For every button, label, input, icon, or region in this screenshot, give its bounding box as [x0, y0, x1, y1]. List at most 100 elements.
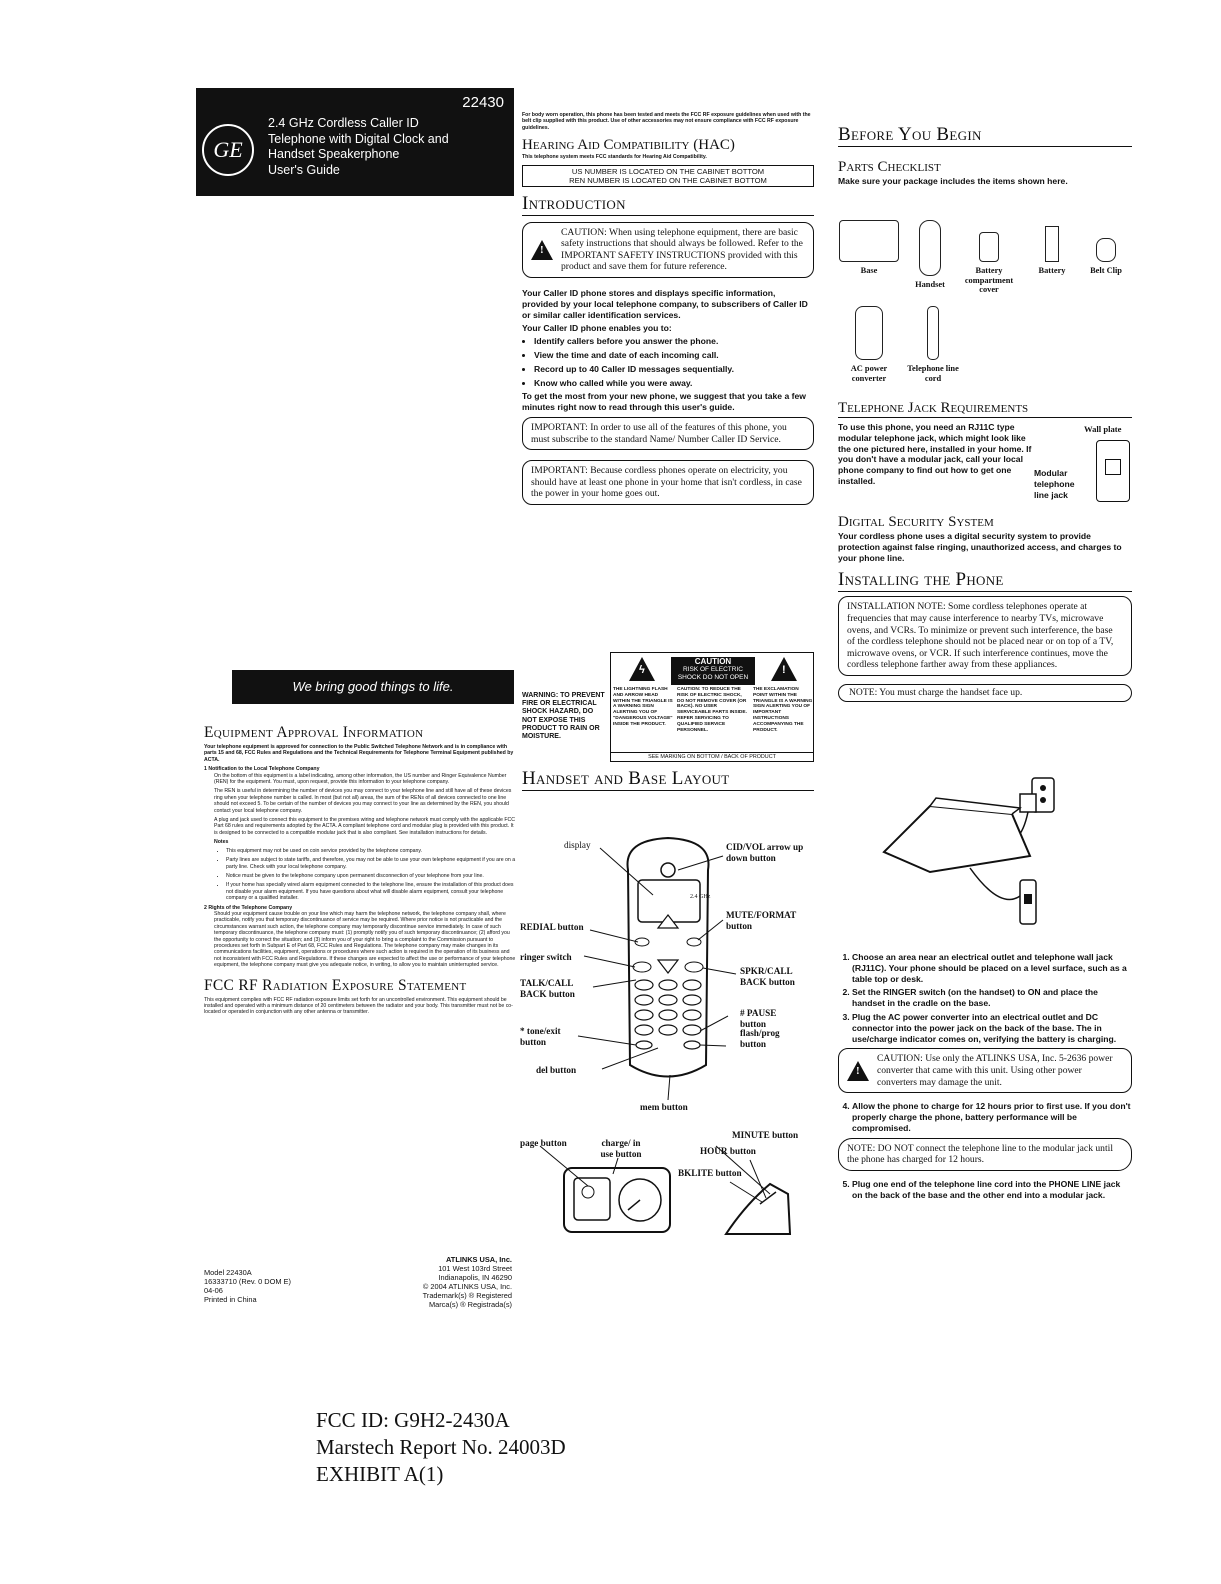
wall-plate-label: Wall plate	[1084, 424, 1122, 434]
step-item: Set the RINGER switch (on the handset) t…	[852, 987, 1132, 1009]
cover-title: 2.4 GHz Cordless Caller ID Telephone wit…	[268, 116, 449, 177]
battery-cover-icon	[979, 232, 999, 262]
wall-plate-icon	[1096, 440, 1130, 502]
base-drawing	[539, 1145, 792, 1235]
warning-triangle-icon: !	[531, 239, 553, 260]
label-ringer: ringer switch	[520, 952, 572, 962]
model-number: 22430	[462, 94, 504, 111]
belt-clip-icon	[1096, 238, 1116, 262]
label-redial: REDIAL button	[520, 922, 584, 932]
item1-title: 1 Notification to the Local Telephone Co…	[204, 766, 320, 773]
charge-note-box: NOTE: You must charge the handset face u…	[838, 683, 1132, 702]
caution-text: CAUTION: When using telephone equipment,…	[561, 226, 803, 273]
intro-p1: Your Caller ID phone stores and displays…	[522, 288, 808, 320]
warning-footer: SEE MARKING ON BOTTOM / BACK OF PRODUCT	[611, 752, 813, 761]
label-cid-vol: CID/VOL arrow up down button	[726, 842, 804, 863]
label-del: del button	[536, 1065, 577, 1075]
fcc-id-line: FCC ID: G9H2-2430A	[316, 1408, 510, 1432]
notes-title: Notes	[214, 839, 229, 846]
column-3-lower: Telephone Jack Requirements To use this …	[838, 400, 1132, 702]
part-belt-clip: Belt Clip	[1080, 220, 1132, 276]
caution-box: ! CAUTION: When using telephone equipmen…	[522, 221, 814, 278]
step-item: Choose an area near an electrical outlet…	[852, 952, 1132, 984]
part-line-cord: Telephone line cord	[902, 306, 964, 383]
warning-mid-center: CAUTION: TO REDUCE THE RISK OF ELECTRIC …	[677, 687, 747, 733]
notes-list: This equipment may not be used on coin s…	[214, 848, 516, 902]
item2-text: Should your equipment cause trouble on y…	[214, 910, 516, 969]
label-bklite: BKLITE button	[678, 1168, 742, 1178]
item2-title: 2 Rights of the Telephone Company	[204, 904, 293, 911]
item1-p3: A plug and jack used to connect this equ…	[214, 817, 516, 836]
donot-note-box: NOTE: DO NOT connect the telephone line …	[838, 1137, 1132, 1171]
lightning-triangle-icon: ϟ	[629, 657, 655, 681]
modular-jack-icon	[1105, 459, 1121, 475]
footer-left: Model 22430A 16333710 (Rev. 0 DOM E) 04-…	[204, 1268, 291, 1304]
steps-list-c: Plug one end of the telephone line cord …	[838, 1179, 1132, 1201]
step-item: Plug the AC power converter into an elec…	[852, 1012, 1132, 1044]
handset-diagram: 2.4 GHz display CID/VOL arrow up down bu…	[518, 820, 818, 1120]
warning-mid-left: THE LIGHTNING FLASH AND ARROW HEAD WITHI…	[613, 687, 673, 727]
dss-heading: Digital Security System	[838, 514, 994, 530]
telephone-line-cord-icon	[927, 306, 939, 360]
warning-labels: ϟ CAUTION RISK OF ELECTRIC SHOCK DO NOT …	[610, 652, 814, 762]
warning-panel: WARNING: TO PREVENT FIRE OR ELECTRICAL S…	[522, 652, 814, 764]
feature-item: Identify callers before you answer the p…	[534, 336, 814, 347]
exclamation-triangle-icon: !	[771, 657, 797, 681]
column-2: For body worn operation, this phone has …	[522, 112, 814, 505]
label-display: display	[564, 840, 591, 850]
us-number-box: US NUMBER IS LOCATED ON THE CABINET BOTT…	[522, 164, 814, 187]
feature-item: Know who called while you were away.	[534, 378, 814, 389]
label-talk: TALK/CALL BACK button	[520, 978, 575, 999]
fcc-rf-heading: FCC RF Radiation Exposure Statement	[204, 976, 467, 994]
intro-p2: Your Caller ID phone enables you to:	[522, 323, 672, 334]
installation-note-box: INSTALLATION NOTE: Some cordless telepho…	[838, 596, 1132, 676]
label-page: page button	[520, 1138, 567, 1148]
warning-left-text: WARNING: TO PREVENT FIRE OR ELECTRICAL S…	[522, 692, 605, 741]
installation-drawing	[882, 777, 1055, 925]
handset-icon	[919, 220, 941, 276]
parts-checklist-heading: Parts Checklist	[838, 159, 941, 175]
hac-text: This telephone system meets FCC standard…	[522, 154, 707, 161]
fcc-rf-text: This equipment complies with FCC RF radi…	[204, 996, 513, 1016]
label-pause: # PAUSE button	[740, 1008, 777, 1029]
footer-right: ATLINKS USA, Inc. 101 West 103rd Street …	[422, 1255, 512, 1309]
part-battery: Battery	[1026, 220, 1078, 276]
caution-label: CAUTION RISK OF ELECTRIC SHOCK DO NOT OP…	[671, 657, 755, 685]
item1-p1: On the bottom of this equipment is a lab…	[214, 772, 507, 786]
note-item: If your home has specially wired alarm e…	[226, 882, 516, 901]
hac-heading: Hearing Aid Compatibility (HAC)	[522, 137, 735, 154]
label-flash: flash/prog button	[740, 1028, 780, 1049]
steps-list-a: Choose an area near an electrical outlet…	[838, 952, 1132, 1044]
item1-p2: The REN is useful in determining the num…	[214, 788, 512, 814]
report-line: Marstech Report No. 24003D	[316, 1435, 566, 1459]
column-3: Before You Begin Parts Checklist Make su…	[838, 124, 1132, 187]
label-spkr: SPKR/CALL BACK button	[740, 966, 795, 987]
feature-item: View the time and date of each incoming …	[534, 350, 814, 361]
caution-box-2: ! CAUTION: Use only the ATLINKS USA, Inc…	[838, 1048, 1132, 1094]
label-mute: MUTE/FORMAT button	[726, 910, 797, 931]
installation-diagram	[870, 770, 1110, 940]
part-base: Base	[838, 220, 900, 276]
label-minute: MINUTE button	[732, 1130, 799, 1140]
cover-header: 22430 GE 2.4 GHz Cordless Caller ID Tele…	[196, 88, 514, 196]
important-box-1: IMPORTANT: In order to use all of the fe…	[522, 416, 814, 451]
note-item: Notice must be given to the telephone co…	[226, 873, 516, 879]
intro-p3: To get the most from your new phone, we …	[522, 391, 806, 413]
part-handset: Handset	[902, 220, 958, 290]
before-you-begin-heading: Before You Begin	[838, 124, 1132, 147]
step-item: Plug one end of the telephone line cord …	[852, 1179, 1132, 1201]
ge-logo-icon: GE	[202, 124, 254, 176]
label-mem: mem button	[640, 1102, 688, 1112]
tagline: We bring good things to life.	[292, 679, 454, 694]
fcc-id-block: FCC ID: G9H2-2430A Marstech Report No. 2…	[316, 1407, 566, 1488]
handset-screen-text: 2.4 GHz	[690, 894, 711, 900]
base-icon	[839, 220, 899, 262]
warning-mid-right: THE EXCLAMATION POINT WITHIN THE TRIANGL…	[753, 687, 813, 733]
step-item: Allow the phone to charge for 12 hours p…	[852, 1101, 1132, 1133]
warning-triangle-icon: !	[847, 1060, 869, 1081]
handset-drawing	[577, 836, 737, 1101]
label-tone: * tone/exit button	[520, 1026, 561, 1047]
battery-icon	[1045, 226, 1059, 262]
parts-intro: Make sure your package includes the item…	[838, 176, 1068, 186]
modular-jack-label: Modular telephone line jack	[1034, 468, 1075, 500]
